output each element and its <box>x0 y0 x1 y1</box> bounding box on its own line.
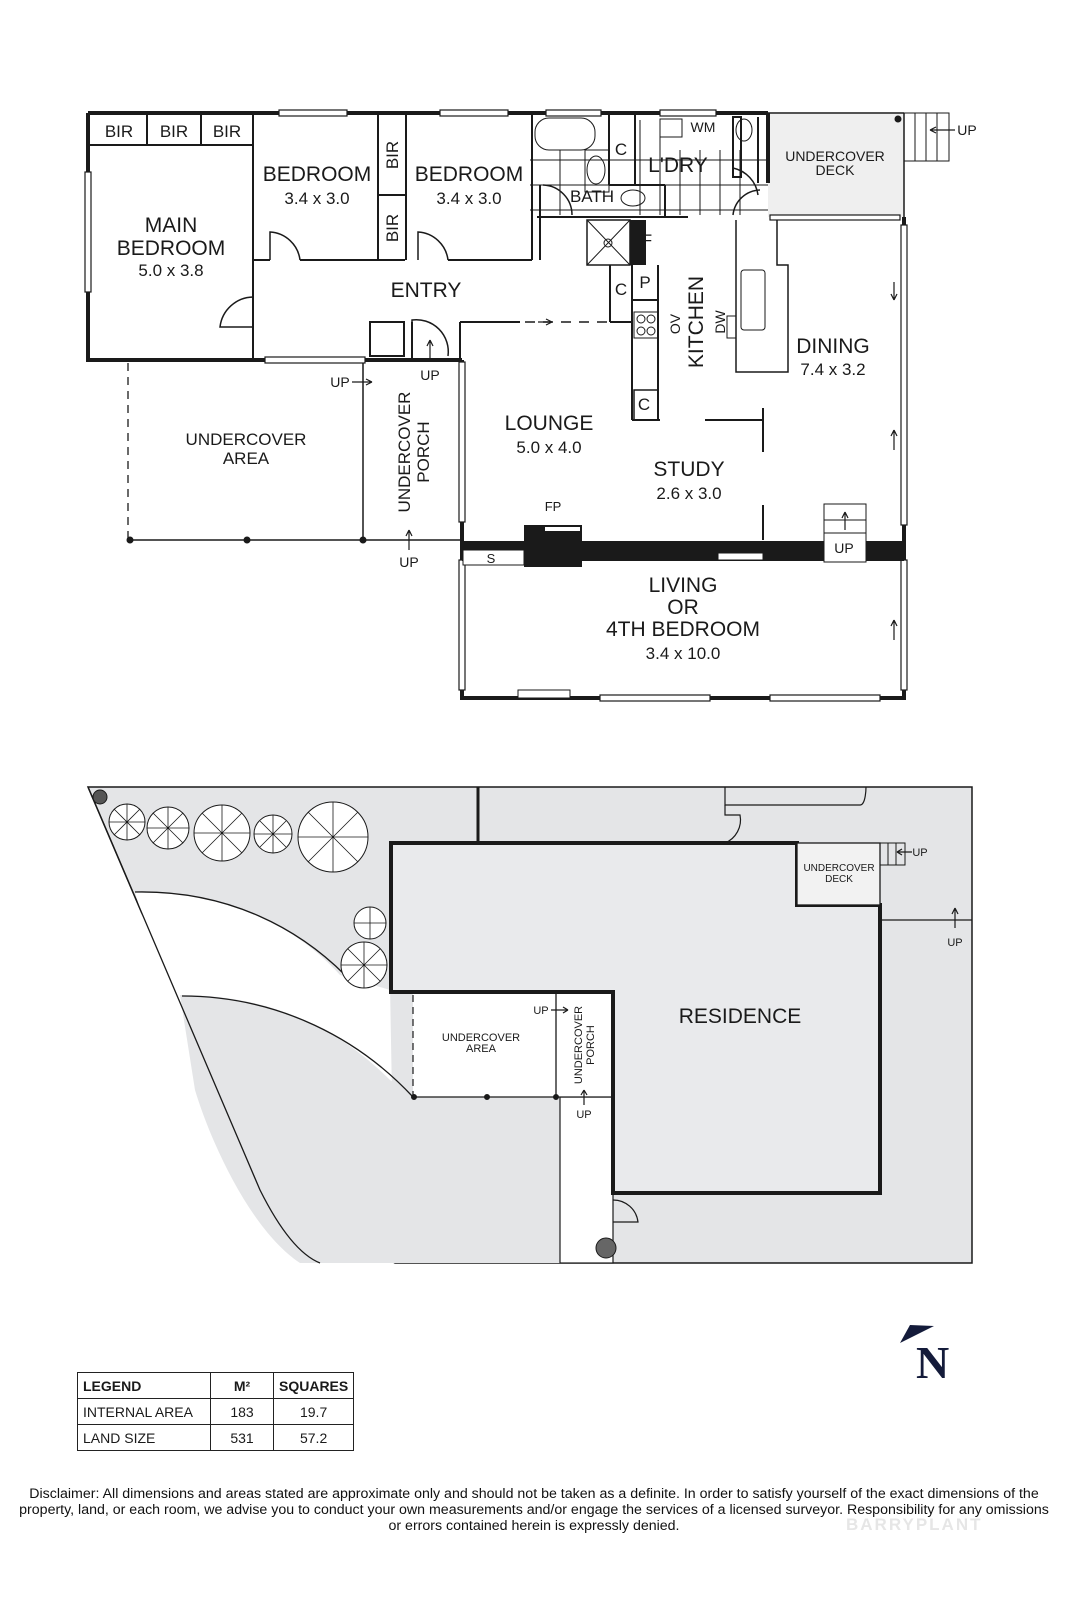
bir-label: BIR <box>383 141 402 169</box>
disclaimer-text: Disclaimer: All dimensions and areas sta… <box>19 1486 1049 1534</box>
up-label: UP <box>420 367 439 383</box>
legend-header: SQUARES <box>272 1372 355 1399</box>
up-label: UP <box>957 122 976 138</box>
lounge-label: LOUNGE <box>505 412 594 435</box>
study-label: STUDY <box>653 458 724 481</box>
up-label: UP <box>399 554 418 570</box>
dishwasher-label: DW <box>712 310 728 334</box>
bir-label: BIR <box>383 214 402 242</box>
pantry-label: P <box>639 273 650 292</box>
undercover-area-label: UNDERCOVER <box>186 430 307 449</box>
fireplace-label: FP <box>545 499 562 514</box>
living-size: 3.4 x 10.0 <box>646 644 721 663</box>
site-plan <box>86 786 973 1264</box>
legend-header-row: LEGEND M² SQUARES <box>77 1372 355 1399</box>
undercover-deck-label: UNDERCOVER <box>785 148 885 164</box>
cupboard-label: C <box>638 395 650 414</box>
undercover-porch-label: UNDERCOVER <box>573 1006 585 1084</box>
floor-plan <box>84 109 955 702</box>
north-letter: N <box>916 1337 950 1388</box>
laundry-label: L'DRY <box>648 154 708 177</box>
undercover-deck-label: DECK <box>825 874 853 885</box>
bedroom-3-size: 3.4 x 3.0 <box>436 189 501 208</box>
north-arrow: N <box>898 1320 968 1390</box>
bath-label: BATH <box>570 187 614 206</box>
legend-row-label: INTERNAL AREA <box>77 1398 211 1425</box>
undercover-area-label: UNDERCOVER <box>442 1032 520 1044</box>
kitchen-label: KITCHEN <box>685 276 708 368</box>
up-label: UP <box>533 1005 548 1017</box>
bir-label: BIR <box>213 122 241 141</box>
main-bedroom-size: 5.0 x 3.8 <box>138 261 203 280</box>
undercover-area-label: AREA <box>466 1043 497 1055</box>
up-label: UP <box>912 847 927 859</box>
residence-label: RESIDENCE <box>679 1005 802 1028</box>
oven-label: OV <box>667 313 683 334</box>
undercover-deck-label: DECK <box>816 162 856 178</box>
bedroom-2-size: 3.4 x 3.0 <box>284 189 349 208</box>
entry-label: ENTRY <box>391 279 462 302</box>
legend-header: LEGEND <box>77 1372 211 1399</box>
up-label: UP <box>330 374 349 390</box>
legend-row-m2: 183 <box>210 1398 274 1425</box>
main-bedroom-label: BEDROOM <box>117 237 226 260</box>
fridge-label: F <box>642 231 652 250</box>
floor-plan-labels: BIR BIR BIR BIR BIR MAIN BEDROOM 5.0 x 3… <box>105 119 977 663</box>
living-label: LIVING <box>649 574 718 597</box>
main-bedroom-label: MAIN <box>145 214 198 237</box>
dining-label: DINING <box>796 335 870 358</box>
cupboard-label: C <box>615 280 627 299</box>
legend-row-label: LAND SIZE <box>77 1424 211 1451</box>
legend-row-squares: 19.7 <box>272 1398 355 1425</box>
legend-row-m2: 531 <box>210 1424 274 1451</box>
living-label: 4TH BEDROOM <box>606 618 760 641</box>
up-label: UP <box>834 540 853 556</box>
legend-row: INTERNAL AREA 183 19.7 <box>77 1398 355 1425</box>
up-label: UP <box>576 1109 591 1121</box>
legend-row: LAND SIZE 531 57.2 <box>77 1424 355 1451</box>
cupboard-label: C <box>615 140 627 159</box>
north-arrow-icon <box>900 1325 934 1343</box>
undercover-deck-label: UNDERCOVER <box>803 863 874 874</box>
undercover-porch-label: PORCH <box>585 1025 597 1065</box>
lounge-size: 5.0 x 4.0 <box>516 438 581 457</box>
undercover-porch-label: PORCH <box>414 421 433 482</box>
up-label: UP <box>947 937 962 949</box>
bedroom-2-label: BEDROOM <box>263 163 372 186</box>
undercover-porch-label: UNDERCOVER <box>395 392 414 513</box>
shelf-label: S <box>487 551 496 566</box>
legend-header: M² <box>210 1372 274 1399</box>
site-plan-labels: RESIDENCE UNDERCOVER DECK UP UP UNDERCOV… <box>442 847 963 1121</box>
undercover-area-label: AREA <box>223 449 270 468</box>
watermark-logo: BARRYPLANT <box>846 1515 983 1534</box>
washing-machine-label: WM <box>691 119 716 135</box>
study-size: 2.6 x 3.0 <box>656 484 721 503</box>
dining-size: 7.4 x 3.2 <box>800 360 865 379</box>
living-label: OR <box>667 596 699 619</box>
legend-row-squares: 57.2 <box>272 1424 355 1451</box>
bedroom-3-label: BEDROOM <box>415 163 524 186</box>
legend-table: LEGEND M² SQUARES INTERNAL AREA 183 19.7… <box>77 1372 355 1451</box>
bir-label: BIR <box>160 122 188 141</box>
bir-label: BIR <box>105 122 133 141</box>
